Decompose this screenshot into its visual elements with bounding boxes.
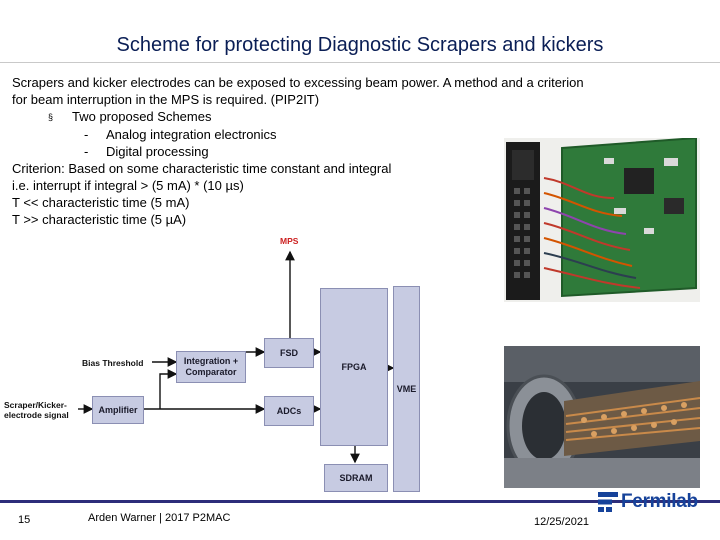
bullet-text: Two proposed Schemes bbox=[72, 109, 212, 124]
footer-author: Arden Warner | 2017 P2MAC bbox=[88, 512, 231, 524]
t-line-1: T << characteristic time (5 mA) bbox=[12, 195, 190, 210]
diagram-connectors bbox=[78, 250, 395, 464]
page-number: 15 bbox=[18, 514, 31, 526]
sub-item-2: - Digital processing bbox=[12, 143, 652, 160]
slide-title: Scheme for protecting Diagnostic Scraper… bbox=[116, 34, 604, 56]
sub-text-1: Analog integration electronics bbox=[106, 127, 277, 142]
bias-threshold-label: Bias Threshold bbox=[82, 358, 144, 368]
slide-body: Scrapers and kicker electrodes can be ex… bbox=[12, 74, 652, 228]
mps-label: MPS bbox=[280, 236, 299, 246]
footer-date: 12/25/2021 bbox=[534, 516, 590, 528]
comparator-label: Comparator bbox=[185, 367, 237, 377]
footer-divider bbox=[0, 500, 720, 503]
fermilab-logo-text: Fermilab bbox=[621, 491, 698, 512]
kicker-electrode-photo bbox=[504, 346, 700, 488]
integration-label: Integration + bbox=[183, 356, 239, 366]
t-line-2: T >> characteristic time (5 µA) bbox=[12, 212, 187, 227]
block-diagram: MPS Bias Threshold Integration + Compara… bbox=[0, 230, 430, 500]
vme-block: VME bbox=[393, 286, 420, 492]
body-line-2: for beam interruption in the MPS is requ… bbox=[12, 92, 320, 107]
bullet-marker: § bbox=[48, 112, 54, 122]
signal-label: Scraper/Kicker- electrode signal bbox=[4, 400, 69, 420]
fpga-block: FPGA bbox=[320, 288, 388, 446]
bullet-item: § Two proposed Schemes bbox=[12, 108, 652, 126]
integration-comparator-block: Integration + Comparator bbox=[176, 351, 246, 383]
fermilab-logo-icon bbox=[598, 492, 618, 512]
adcs-block: ADCs bbox=[264, 396, 314, 426]
criterion-line: Criterion: Based on some characteristic … bbox=[12, 161, 392, 176]
signal-label-line-1: Scraper/Kicker- bbox=[4, 400, 67, 410]
amplifier-block: Amplifier bbox=[92, 396, 144, 424]
dash-marker: - bbox=[84, 144, 89, 159]
arrow-amp-integration bbox=[159, 369, 178, 409]
fsd-block: FSD bbox=[264, 338, 314, 368]
sub-item-1: - Analog integration electronics bbox=[12, 126, 652, 143]
sub-text-2: Digital processing bbox=[106, 144, 209, 159]
title-divider bbox=[0, 62, 720, 63]
signal-label-line-2: electrode signal bbox=[4, 410, 69, 420]
body-line-1: Scrapers and kicker electrodes can be ex… bbox=[12, 75, 584, 90]
ie-line: i.e. interrupt if integral > (5 mA) * (1… bbox=[12, 178, 244, 193]
sdram-block: SDRAM bbox=[324, 464, 388, 492]
fermilab-logo: Fermilab bbox=[598, 490, 710, 514]
electronics-board-photo bbox=[504, 138, 700, 302]
dash-marker: - bbox=[84, 127, 89, 142]
